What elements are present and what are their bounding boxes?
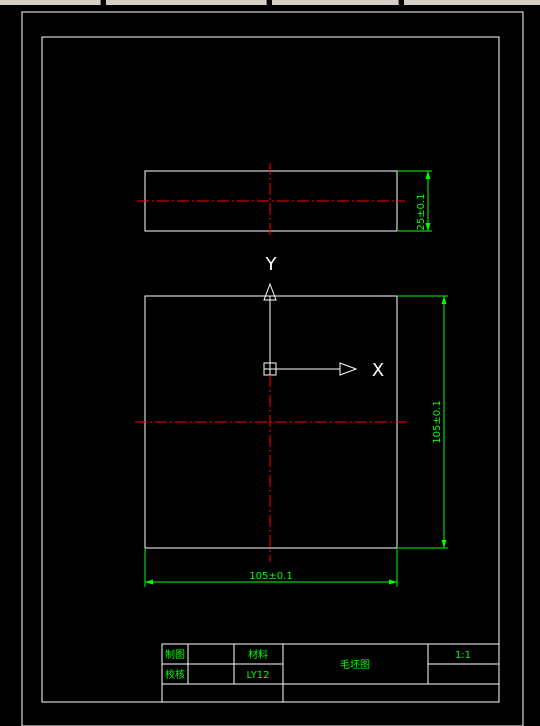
title-material-label: 材料 — [248, 648, 268, 661]
dim-arrow-width-right — [389, 579, 397, 585]
ucs-y-arrow-icon — [263, 282, 277, 301]
sheet-outer-border — [21, 11, 524, 726]
title-scale[interactable]: 1:1 — [455, 650, 471, 661]
ucs-x-label: X — [372, 360, 384, 381]
title-drawing-name[interactable]: 毛坯图 — [340, 659, 370, 671]
title-checked-by-label: 校核 — [165, 668, 185, 681]
dim-arrow-width-left — [145, 579, 153, 585]
window-top-strip — [0, 0, 540, 6]
dim-arrow-top-down — [425, 223, 431, 231]
title-block — [161, 643, 500, 703]
dim-arrow-top-up — [425, 171, 431, 179]
dim-arrow-main-down — [441, 540, 447, 548]
title-drawn-by-label: 制图 — [165, 648, 185, 661]
dim-text-main-height[interactable]: 105±0.1 — [432, 400, 443, 443]
tab-strip-3[interactable] — [272, 0, 399, 5]
tab-strip-1[interactable] — [0, 0, 101, 5]
tab-strip-4[interactable] — [404, 0, 540, 5]
dim-arrow-main-up — [441, 296, 447, 304]
title-material-value[interactable]: LY12 — [246, 670, 269, 681]
dim-text-width[interactable]: 105±0.1 — [249, 571, 292, 582]
ucs-x-arrow-icon — [339, 362, 358, 376]
tab-strip-2[interactable] — [106, 0, 267, 5]
ucs-y-label: Y — [265, 254, 278, 275]
dim-text-top-height[interactable]: 25±0.1 — [416, 193, 427, 230]
